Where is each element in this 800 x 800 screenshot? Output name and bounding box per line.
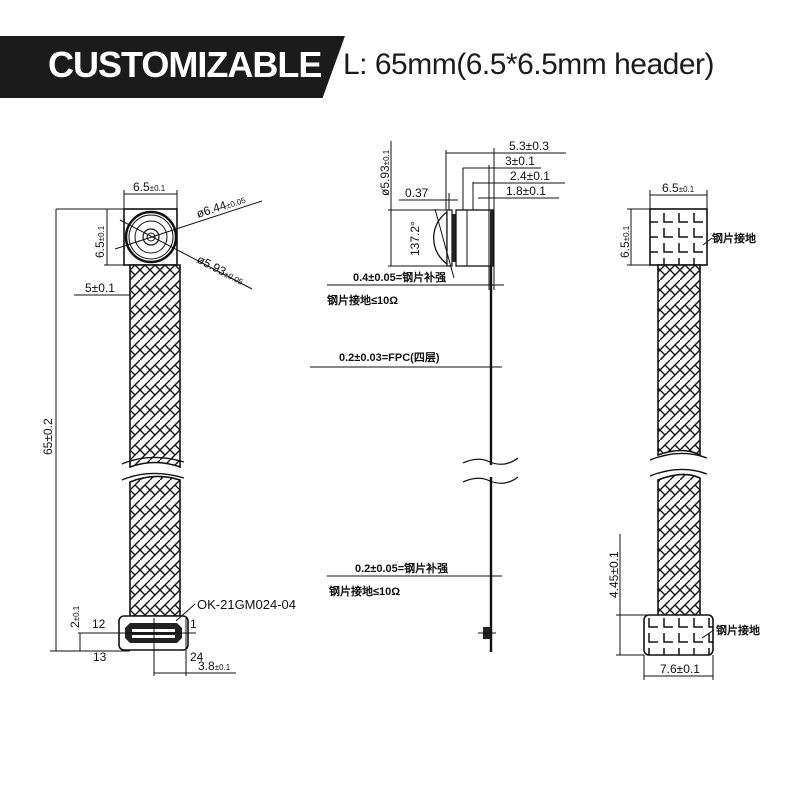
connector-height-label: 2±0.1: [68, 605, 82, 628]
dim-2-4-label: 2.4±0.1: [510, 169, 550, 183]
banner-title-background: [0, 36, 345, 98]
back-header-width-label: 6.5±0.1: [662, 181, 695, 195]
dim-1-8-label: 1.8±0.1: [506, 184, 546, 198]
fov-angle-label: 137.2°: [408, 221, 422, 256]
lens-outer-ring: [124, 210, 178, 264]
dim-3-label: 3±0.1: [505, 154, 535, 168]
total-length-label: 65±0.2: [41, 418, 55, 455]
back-view: 6.5±0.1 6.5±0.1 钢片接地 4.45±0.1 钢片接地 7.6±0…: [607, 181, 760, 680]
pin-13-label: 13: [93, 650, 107, 664]
stiffener-bottom-note: 0.2±0.05=钢片补强: [355, 561, 448, 575]
side-view: ø5.93±0.1 137.2° 0.37 5.3±0.3 3±0.1 2.4±…: [310, 139, 566, 652]
banner-subtitle: L: 65mm(6.5*6.5mm header): [343, 48, 715, 81]
back-cable-upper: [657, 264, 701, 457]
dim-5-3-label: 5.3±0.3: [509, 139, 549, 153]
back-cable-lower: [657, 473, 701, 617]
back-header: [649, 208, 708, 266]
pin-24-label: 24: [190, 650, 204, 664]
back-ground-label-bottom: 钢片接地: [716, 623, 760, 637]
connector-part-number: OK-21GM024-04: [197, 597, 296, 612]
ground-top-note: 钢片接地≤10Ω: [327, 293, 398, 307]
fpc-note: 0.2±0.03=FPC(四层): [339, 351, 440, 364]
banner: CUSTOMIZABLE L: 65mm(6.5*6.5mm header): [0, 36, 800, 98]
back-ground-label-top: 钢片接地: [712, 231, 756, 245]
banner-title: CUSTOMIZABLE: [48, 44, 322, 85]
cable-width-label: 5±0.1: [85, 281, 115, 295]
ground-bottom-note: 钢片接地≤10Ω: [329, 584, 400, 598]
header-width-label: 6.5±0.1: [133, 180, 166, 194]
back-connector: [643, 614, 714, 656]
inner-diameter-label: ø5.93±0.05: [195, 252, 247, 288]
back-header-height-label: 6.5±0.1: [618, 225, 632, 258]
cable-lower: [129, 475, 181, 617]
front-view: ø6.44±0.05 ø5.93±0.05 6.5±0.1 6.5±0.1 5±…: [41, 180, 296, 676]
stiffener-top-note: 0.4±0.05=钢片补强: [353, 270, 446, 284]
header-height-label: 6.5±0.1: [93, 225, 107, 258]
lens-icon: [142, 228, 160, 246]
pin-1-label: 1: [190, 617, 197, 631]
dim-0-37-label: 0.37: [405, 186, 429, 200]
lens-barrel: [455, 209, 494, 267]
back-connector-width-label: 7.6±0.1: [660, 662, 700, 676]
outer-diameter-label: ø6.44±0.05: [195, 192, 248, 221]
back-connector-length-label: 4.45±0.1: [607, 551, 621, 598]
lens-diameter-label: ø5.93±0.1: [378, 149, 392, 196]
pin-12-label: 12: [92, 617, 106, 631]
lens-dome: [433, 210, 448, 266]
cable-upper: [129, 264, 181, 469]
connector-offset-label: 3.8±0.1: [198, 659, 231, 673]
